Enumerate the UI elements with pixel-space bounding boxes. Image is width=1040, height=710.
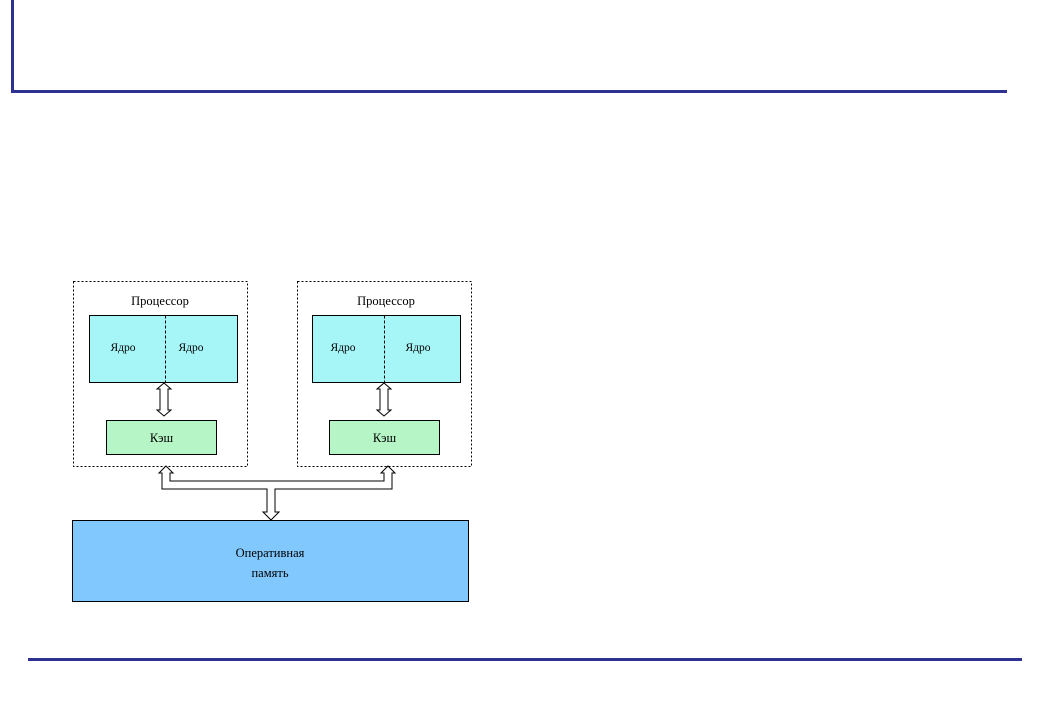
processor-1: Процессор Ядро Ядро Кэш [73, 281, 248, 467]
processor-2-core-2-label: Ядро [405, 342, 430, 354]
processor-1-core-2-label: Ядро [178, 342, 203, 354]
title-frame-bottom-rule [11, 90, 1007, 93]
processor-1-core-1-label: Ядро [110, 342, 135, 354]
processor-1-cache-label: Кэш [150, 431, 174, 445]
main-memory-block [72, 520, 469, 602]
main-memory-label-line-1: Оперативная [236, 546, 305, 560]
processor-2: Процессор Ядро Ядро Кэш [297, 281, 472, 467]
processor-1-title: Процессор [131, 294, 189, 308]
processor-2-cache-label: Кэш [373, 431, 397, 445]
footer-rule [28, 658, 1022, 661]
processor-1-boundary [73, 281, 248, 467]
processor-2-core-cache-arrow [375, 382, 393, 417]
title-frame-left-rule [11, 0, 14, 92]
main-memory-label-line-2: память [251, 566, 288, 580]
processor-2-boundary [297, 281, 472, 467]
processor-2-core-1-label: Ядро [330, 342, 355, 354]
processor-1-cores-block [89, 315, 238, 383]
processor-2-cache-block [329, 420, 440, 455]
main-memory: Оперативная память [72, 520, 469, 602]
processor-1-core-cache-arrow [155, 382, 173, 417]
processor-2-cores-block [312, 315, 461, 383]
processor-2-title: Процессор [357, 294, 415, 308]
processor-1-cache-block [106, 420, 217, 455]
shared-bus-arrow [157, 465, 397, 521]
